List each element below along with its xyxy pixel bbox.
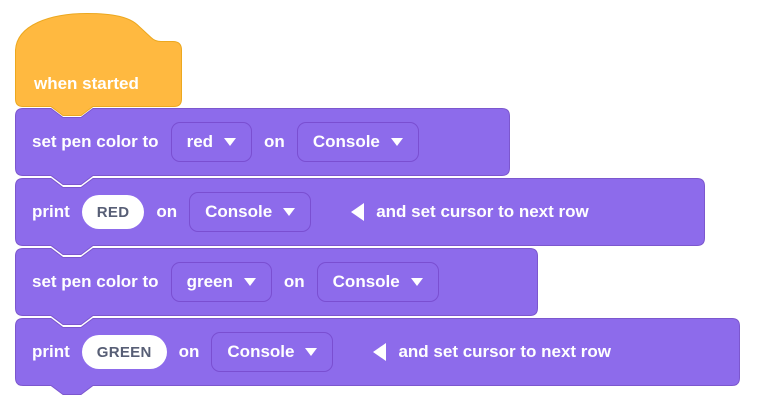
console-dropdown-value: Console xyxy=(312,131,380,151)
caret-down-icon xyxy=(390,138,403,146)
block-set-pen-color-red[interactable]: set pen color to red on Console xyxy=(15,108,510,185)
caret-down-icon xyxy=(410,278,423,286)
console-dropdown[interactable]: Console xyxy=(296,122,419,162)
collapse-triangle-left-icon[interactable] xyxy=(351,203,365,221)
console-dropdown[interactable]: Console xyxy=(316,262,439,302)
hat-block-shape xyxy=(15,12,182,116)
console-dropdown-value: Console xyxy=(205,201,273,221)
print-value-input[interactable]: RED xyxy=(81,195,145,229)
print-value-input[interactable]: GREEN xyxy=(81,335,167,369)
print-value-text: GREEN xyxy=(96,343,152,361)
pen-color-dropdown[interactable]: green xyxy=(170,262,272,302)
pen-color-dropdown-value: red xyxy=(186,131,214,151)
print-value-text: RED xyxy=(96,203,130,221)
block-print-green[interactable]: print GREEN on Console and set cursor to… xyxy=(15,318,740,395)
caret-down-icon xyxy=(305,348,318,356)
collapse-triangle-left-icon[interactable] xyxy=(373,343,387,361)
hat-block-when-started[interactable]: when started xyxy=(15,12,182,116)
console-dropdown[interactable]: Console xyxy=(211,332,334,372)
block-label-on: on xyxy=(178,341,200,361)
block-label-print: print xyxy=(32,341,70,361)
block-label-on: on xyxy=(283,271,305,291)
block-label: set pen color to xyxy=(32,271,159,291)
hat-block-label: when started xyxy=(34,74,139,94)
pen-color-dropdown[interactable]: red xyxy=(170,122,253,162)
console-dropdown[interactable]: Console xyxy=(189,192,312,232)
block-label-cursor: and set cursor to next row xyxy=(398,341,612,361)
block-set-pen-color-green[interactable]: set pen color to green on Console xyxy=(15,248,538,325)
block-label: set pen color to xyxy=(32,131,159,151)
block-label-on: on xyxy=(156,201,178,221)
stack-block-shape xyxy=(15,108,510,185)
block-print-red[interactable]: print RED on Console and set cursor to n… xyxy=(15,178,705,255)
console-dropdown-value: Console xyxy=(332,271,400,291)
block-label-on: on xyxy=(264,131,285,151)
caret-down-icon xyxy=(224,138,237,146)
caret-down-icon xyxy=(283,208,296,216)
stack-block-shape xyxy=(15,248,538,325)
console-dropdown-value: Console xyxy=(227,341,295,361)
caret-down-icon xyxy=(243,278,256,286)
block-label-print: print xyxy=(32,201,70,221)
block-label-cursor: and set cursor to next row xyxy=(376,201,589,221)
pen-color-dropdown-value: green xyxy=(186,271,233,291)
